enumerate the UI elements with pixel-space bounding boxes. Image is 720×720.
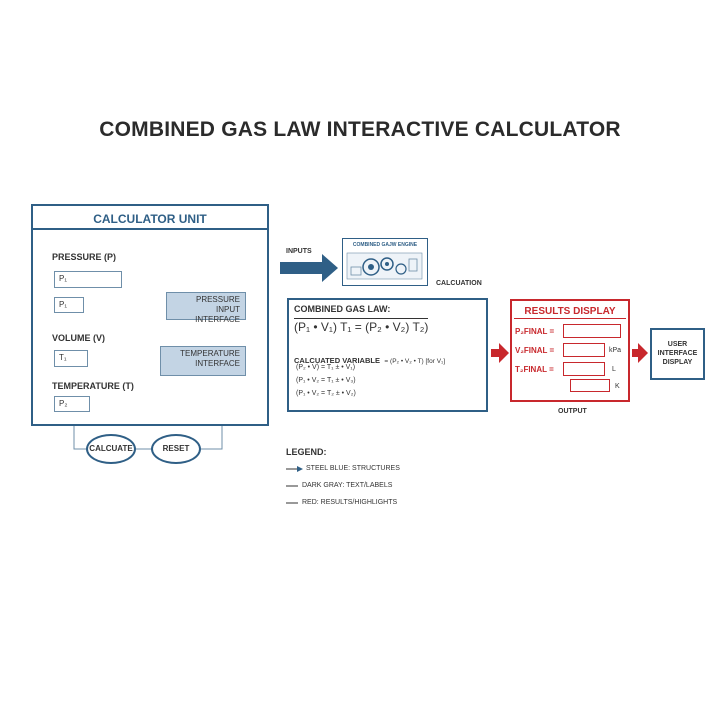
formula-title: COMBINED GAS LAW: xyxy=(294,304,391,314)
page-title: COMBINED GAS LAW INTERACTIVE CALCULATOR xyxy=(99,118,621,141)
inputs-arrow xyxy=(280,254,338,282)
engine-title: COMBINED GAJW ENGINE xyxy=(352,242,418,248)
legend-item-red: RED: RESULTS/HIGHLIGHTS xyxy=(302,499,398,506)
calculator-unit-title: CALCULATOR UNIT xyxy=(93,212,207,226)
result-unit-k: K xyxy=(615,383,620,390)
legend-title: LEGEND: xyxy=(286,447,327,457)
reset-button[interactable]: RESET xyxy=(151,434,201,464)
pressure-field-2[interactable]: P₁ xyxy=(54,297,84,313)
temperature-label: TEMPERATURE (T) xyxy=(52,381,134,391)
temperature-interface: TEMPERATURE INTERFACE xyxy=(160,346,246,376)
pressure-field-1[interactable]: P₁ xyxy=(54,271,122,288)
output-arrow-2 xyxy=(632,343,648,363)
result-field-v2 xyxy=(563,343,605,357)
formula-line-2: (P₁ • V₂ = T₁ ± • V₃) xyxy=(296,377,356,384)
legend-item-steel-blue: STEEL BLUE: STRUCTURES xyxy=(306,465,400,472)
engine-caption: CALCUATION xyxy=(436,280,482,287)
results-divider xyxy=(514,318,626,319)
inputs-label: INPUTS xyxy=(286,248,312,255)
result-field-p2 xyxy=(563,324,621,338)
result-field-k xyxy=(570,379,610,392)
calculated-variable-label: CALCUATED VARIABLE xyxy=(294,356,380,365)
calculated-variable-line: CALCUATED VARIABLE = (P₂ • V₂ • T) [for … xyxy=(294,350,445,368)
result-label-t2: T₂FINAL = xyxy=(515,365,554,374)
result-unit-kpa: kPa xyxy=(609,347,622,354)
formula-line-1: (P₂ • V) = T₁ ± • V₁) xyxy=(296,364,356,371)
calculated-variable-expression: = (P₂ • V₂ • T) [for V₁] xyxy=(384,358,446,365)
volume-field[interactable]: T₁ xyxy=(54,350,88,367)
temperature-field[interactable]: P₂ xyxy=(54,396,90,412)
reset-connector-line xyxy=(198,424,223,450)
result-label-p2: P₂FINAL = xyxy=(515,327,555,336)
combined-gas-law-formula: (P₁ • V₁) T₁ = (P₂ • V₂) T₂) xyxy=(294,318,429,334)
output-arrow-1 xyxy=(491,343,509,363)
result-label-v2: V₂FINAL = xyxy=(515,346,555,355)
formula-line-3: (P₁ • V₂ = T₂ ± • V₂) xyxy=(296,390,356,397)
pressure-input-interface: PRESSURE INPUT INTERFACE xyxy=(166,292,246,324)
gears-icon xyxy=(346,252,423,280)
result-unit-l: L xyxy=(612,366,616,373)
calculator-unit-header xyxy=(31,204,269,230)
formula-box xyxy=(287,298,488,412)
legend-item-dark-gray: DARK GRAY: TEXT/LABELS xyxy=(302,482,393,489)
gas-law-engine-box xyxy=(342,238,428,286)
output-label: OUTPUT xyxy=(558,408,587,415)
calculate-button[interactable]: CALCUATE xyxy=(86,434,136,464)
user-interface-display: USER INTERFACE DISPLAY xyxy=(650,328,705,380)
calculate-connector-line xyxy=(73,424,86,450)
pressure-label: PRESSURE (P) xyxy=(52,252,117,262)
volume-label: VOLUME (V) xyxy=(52,333,105,343)
results-display-title: RESULTS DISPLAY xyxy=(524,306,616,317)
result-field-t2 xyxy=(563,362,605,376)
